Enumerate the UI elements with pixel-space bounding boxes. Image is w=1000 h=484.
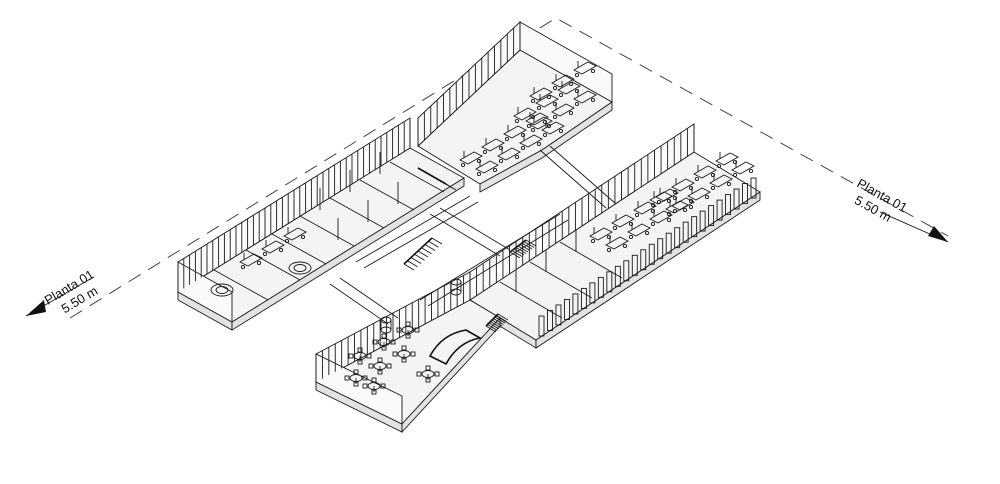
section-arrow-right — [879, 211, 949, 243]
facade-mullions — [315, 272, 471, 382]
site-boundary — [69, 17, 949, 319]
section-arrow-icon — [928, 226, 948, 242]
connecting-bridges — [329, 145, 617, 333]
stair-flight — [403, 167, 537, 333]
section-arrow-icon — [26, 300, 46, 316]
desk-cluster — [589, 152, 755, 253]
room-partitions — [499, 230, 623, 319]
furniture-group — [239, 227, 307, 270]
facade-fins — [538, 177, 757, 337]
level-label-left: Planta 01 5.50 m — [42, 267, 101, 317]
wing-lower-cafe — [315, 271, 501, 434]
facade-mullions — [469, 124, 695, 300]
desk-cluster — [459, 61, 597, 177]
wing-upper-left — [177, 117, 465, 331]
reception-counter — [428, 329, 483, 366]
section-arrow-left — [25, 277, 93, 317]
wing-right — [469, 123, 761, 349]
facade-mullions — [177, 118, 411, 292]
facade-mullions — [417, 22, 521, 146]
cafe-tables — [344, 321, 440, 395]
room-partitions — [213, 152, 445, 301]
round-fixtures — [210, 261, 312, 297]
wing-upper-office — [417, 20, 613, 193]
